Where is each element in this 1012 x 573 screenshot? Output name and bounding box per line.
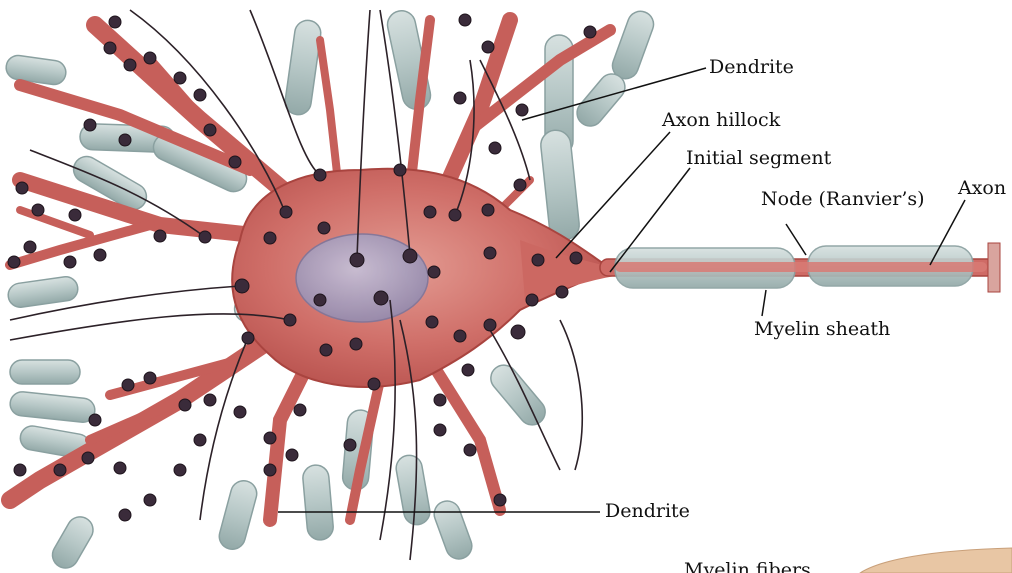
corner-fragment <box>860 548 1012 573</box>
label-node-ranvier: Node (Ranvier’s) <box>761 190 925 209</box>
label-partial-bottom: Myelin fibers <box>684 561 811 573</box>
label-myelin-sheath: Myelin sheath <box>754 320 890 339</box>
label-axon-hillock: Axon hillock <box>662 111 780 130</box>
label-initial-segment: Initial segment <box>686 149 831 168</box>
label-dendrite-bottom: Dendrite <box>605 502 690 521</box>
axon-terminal-cap <box>988 243 1000 292</box>
label-dendrite-top: Dendrite <box>709 58 794 77</box>
nucleus <box>296 234 428 322</box>
label-axon: Axon <box>958 179 1006 198</box>
